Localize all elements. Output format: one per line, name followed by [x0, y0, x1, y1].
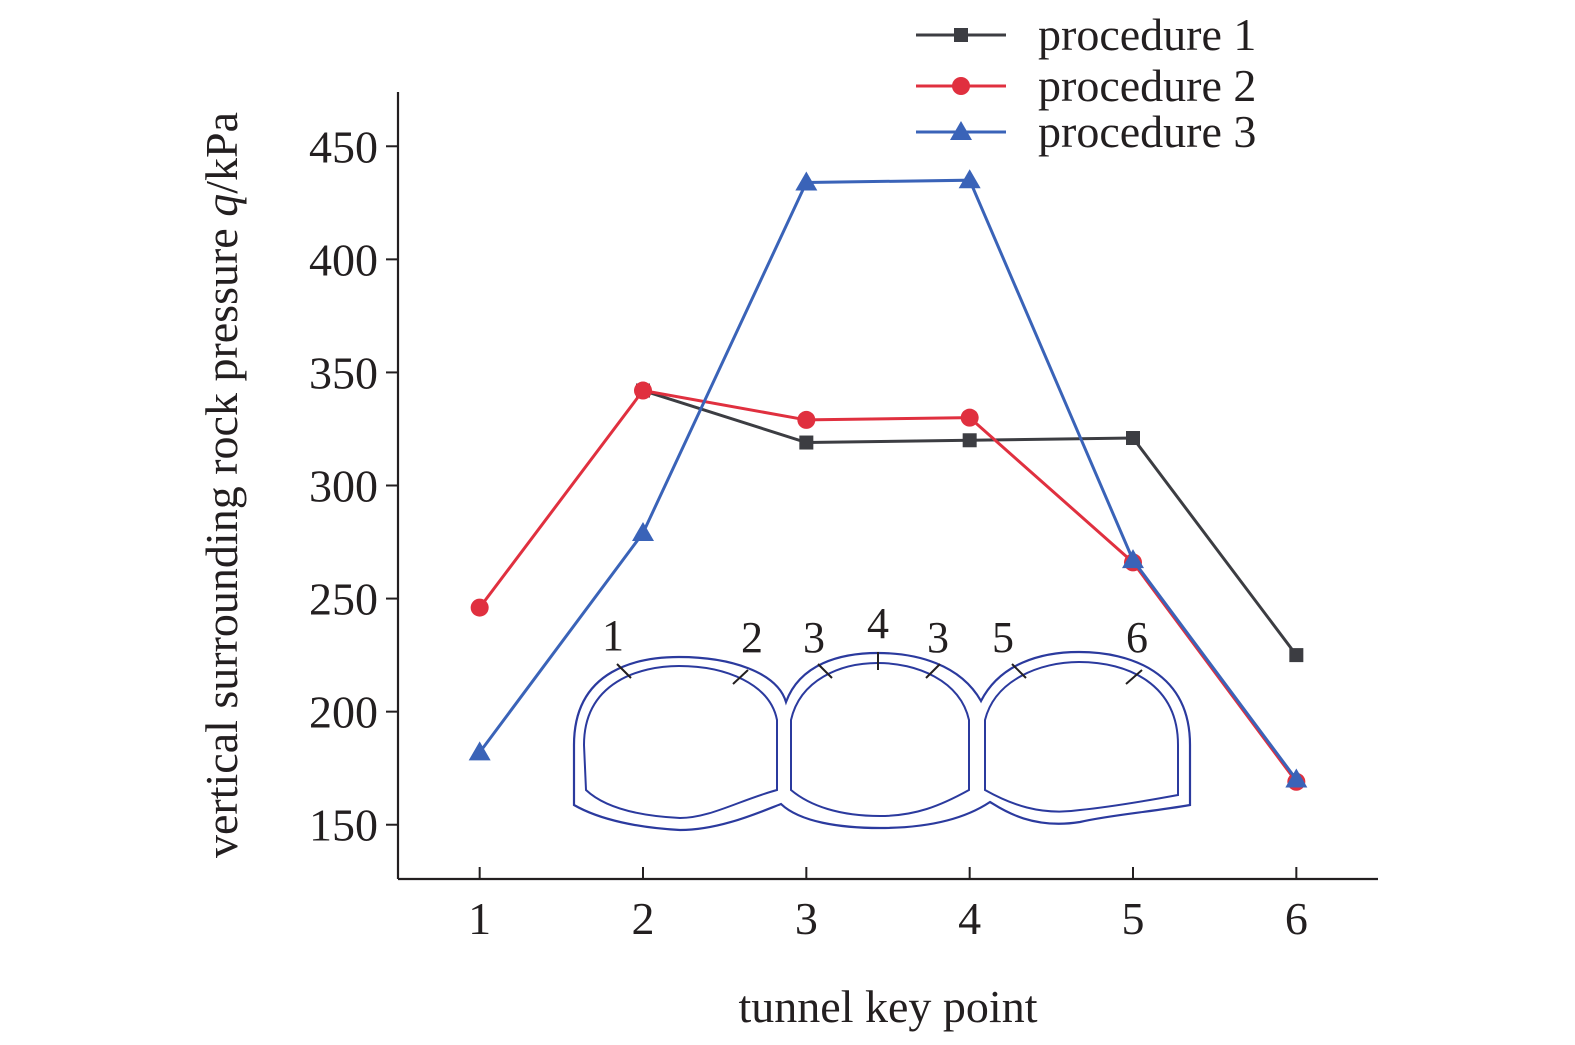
legend-marker — [954, 28, 968, 42]
y-tick-label: 350 — [309, 347, 378, 398]
data-point — [799, 435, 814, 450]
data-point — [1126, 431, 1140, 446]
data-point — [1285, 768, 1308, 788]
key-point-mark — [732, 669, 749, 685]
tunnel-cell-outline — [790, 661, 970, 818]
tunnel-cell-outline — [984, 660, 1179, 813]
series-line — [478, 178, 1298, 781]
key-point-mark — [817, 663, 833, 679]
key-point-label: 6 — [1126, 613, 1148, 662]
tunnel-cell-outline — [582, 664, 778, 820]
y-tick-label: 250 — [309, 574, 378, 625]
y-axis-title-unit: /kPa — [196, 112, 247, 194]
data-point — [797, 410, 816, 429]
data-point — [962, 433, 977, 448]
y-tick-label: 400 — [309, 234, 378, 285]
data-point — [1122, 549, 1144, 569]
legend-marker — [950, 121, 972, 140]
key-point-mark — [1011, 663, 1027, 679]
x-tick-label: 1 — [468, 893, 491, 944]
key-point-mark — [616, 663, 632, 679]
key-point-label: 3 — [803, 613, 825, 662]
key-point-label: 3 — [927, 613, 949, 662]
key-point-mark — [1125, 669, 1143, 685]
legend-label: procedure 1 — [1038, 9, 1256, 60]
y-axis-title: vertical surrounding rock pressure q/kPa — [196, 112, 247, 858]
y-tick-label: 450 — [309, 121, 378, 172]
tunnel-outline — [572, 650, 1192, 832]
data-point — [632, 521, 654, 541]
y-tick-label: 300 — [309, 461, 378, 512]
key-point-mark — [925, 663, 941, 679]
x-axis-title: tunnel key point — [739, 981, 1038, 1032]
series-layer — [468, 169, 1308, 791]
key-point-label: 5 — [992, 613, 1014, 662]
x-tick-label: 5 — [1122, 893, 1145, 944]
data-point — [468, 741, 491, 761]
y-tick-label: 150 — [309, 800, 378, 851]
key-point-label: 4 — [867, 599, 889, 648]
legend-item-2: procedure 2 — [916, 60, 1256, 111]
legend-marker — [952, 77, 970, 95]
x-tick-label: 2 — [632, 893, 655, 944]
data-point — [958, 169, 981, 189]
data-point — [1289, 648, 1304, 663]
series-3 — [468, 169, 1308, 788]
legend-item-1: procedure 1 — [916, 9, 1256, 60]
key-point-label: 1 — [602, 611, 624, 660]
data-point — [470, 598, 489, 617]
data-point — [795, 171, 818, 191]
x-tick-label: 6 — [1285, 893, 1308, 944]
key-point-label: 2 — [741, 613, 763, 662]
y-tick-label: 200 — [309, 687, 378, 738]
y-axis-title-symbol: q — [196, 194, 247, 217]
data-point — [634, 381, 652, 400]
series-2 — [470, 381, 1306, 791]
x-tick-label: 3 — [795, 893, 818, 944]
y-axis-title-main: vertical surrounding rock pressure — [196, 217, 247, 858]
x-tick-label: 4 — [958, 893, 981, 944]
legend-label: procedure 3 — [1038, 106, 1256, 157]
legend-item-3: procedure 3 — [916, 106, 1256, 157]
data-point — [960, 408, 979, 427]
legend-label: procedure 2 — [1038, 60, 1256, 111]
